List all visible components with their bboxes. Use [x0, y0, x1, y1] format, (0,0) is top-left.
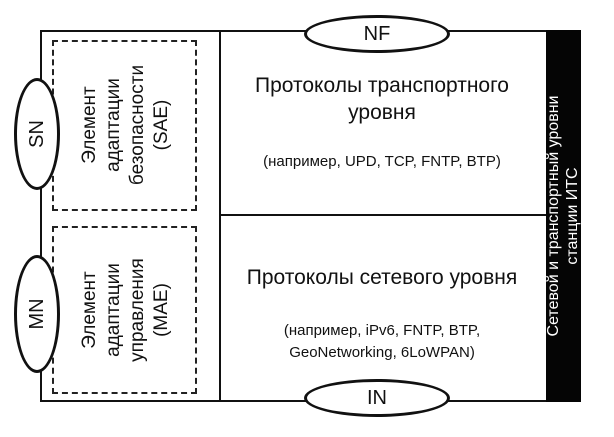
mae-line-3: управления — [127, 258, 148, 362]
sae-label: Элемент адаптации безопасности (SAE) — [78, 65, 174, 185]
network-example-line-2: GeoNetworking, 6LoWPAN) — [289, 344, 475, 361]
sae-line-3: безопасности — [127, 64, 148, 186]
sn-node-label: SN — [26, 120, 48, 148]
transport-layer-title: Протоколы транспортного уровня — [222, 72, 542, 126]
nf-node-label: NF — [363, 23, 391, 45]
mae-line-2: адаптации — [103, 263, 124, 357]
in-node — [304, 379, 450, 417]
vertical-divider — [219, 30, 221, 402]
mn-node-label: MN — [26, 298, 48, 330]
mae-line-1: Элемент — [79, 271, 100, 349]
mn-node — [14, 255, 60, 373]
its-station-layer-label: Сетевой и транспортный уровни станции ИТ… — [544, 46, 582, 386]
sn-node — [14, 78, 60, 190]
its-station-layer-line-1: Сетевой и транспортный уровни — [545, 95, 562, 337]
nf-node — [304, 15, 450, 53]
mae-label: Элемент адаптации управления (MAE) — [78, 258, 174, 362]
its-station-layer-bar — [546, 30, 581, 402]
network-layer-examples: (например, iPv6, FNTP, BTP, GeoNetworkin… — [222, 320, 542, 364]
network-layer-title: Протоколы сетевого уровня — [246, 266, 518, 289]
transport-title-line-1: Протоколы транспортного — [255, 74, 509, 97]
horizontal-divider — [219, 214, 546, 216]
its-station-layer-line-2: станции ИТС — [564, 167, 581, 265]
in-node-label: IN — [367, 387, 387, 409]
sae-line-4: (SAE) — [151, 99, 172, 151]
mae-line-4: (MAE) — [151, 283, 172, 337]
sae-line-2: адаптации — [103, 78, 124, 172]
sae-line-1: Элемент — [79, 86, 100, 164]
network-example-line-1: (например, iPv6, FNTP, BTP, — [283, 322, 481, 339]
transport-title-line-2: уровня — [348, 101, 416, 124]
transport-layer-examples: (например, UPD, TCP, FNTP, BTP) — [263, 153, 501, 170]
